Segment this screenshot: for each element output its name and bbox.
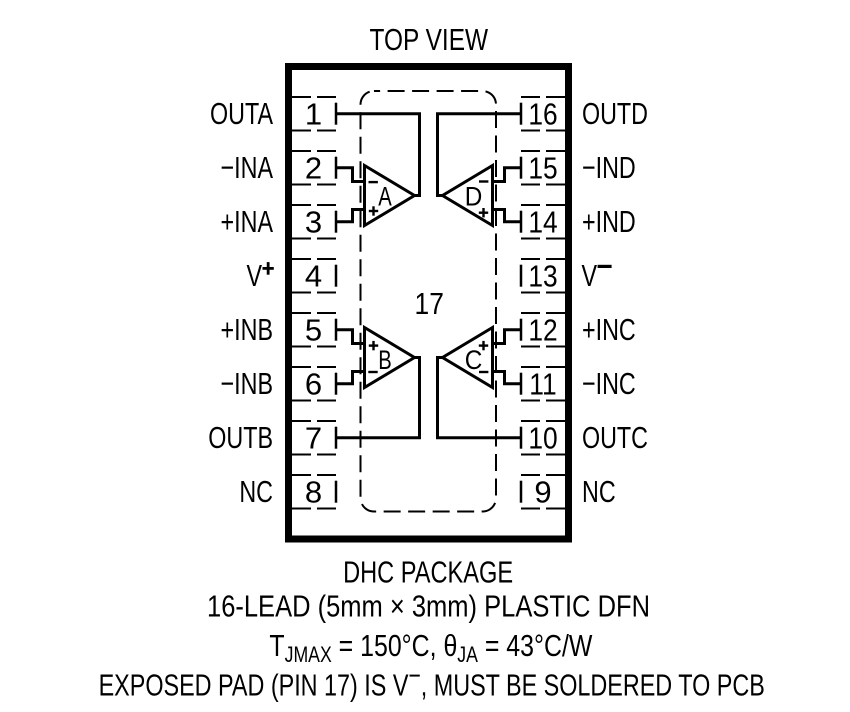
svg-text:V: V [246,258,262,293]
svg-text:6: 6 [305,367,322,402]
svg-text:OUTC: OUTC [582,420,648,455]
svg-text:−INC: −INC [582,366,636,401]
svg-text:2: 2 [305,151,322,186]
svg-text:TOP VIEW: TOP VIEW [370,22,489,57]
svg-text:+IND: +IND [582,204,636,239]
svg-text:V: V [581,258,597,293]
svg-text:TJMAX = 150°C, θJA = 43°C/W: TJMAX = 150°C, θJA = 43°C/W [269,628,592,667]
svg-text:−IND: −IND [582,150,636,185]
svg-text:OUTB: OUTB [208,420,273,455]
svg-text:EXPOSED PAD (PIN 17) IS V−, MU: EXPOSED PAD (PIN 17) IS V−, MUST BE SOLD… [99,661,765,702]
svg-text:15: 15 [528,152,557,186]
svg-text:D: D [465,182,483,211]
svg-text:10: 10 [528,422,557,456]
svg-text:16-LEAD (5mm × 3mm) PLASTIC DF: 16-LEAD (5mm × 3mm) PLASTIC DFN [207,589,650,624]
svg-text:−INA: −INA [221,150,274,185]
svg-text:16: 16 [528,98,557,132]
svg-text:B: B [378,345,392,376]
svg-text:1: 1 [305,97,322,132]
svg-text:17: 17 [415,287,444,321]
svg-text:NC: NC [239,474,273,509]
svg-text:9: 9 [534,475,551,510]
svg-text:11: 11 [529,368,556,402]
svg-text:14: 14 [528,206,557,240]
svg-text:+INA: +INA [221,204,274,239]
svg-text:8: 8 [305,475,322,510]
svg-text:4: 4 [305,259,322,294]
svg-text:C: C [465,346,483,375]
svg-text:NC: NC [582,474,616,509]
svg-text:OUTA: OUTA [210,96,274,131]
svg-text:12: 12 [528,314,557,348]
svg-text:5: 5 [305,313,322,348]
svg-text:OUTD: OUTD [582,96,648,131]
svg-text:3: 3 [305,205,322,240]
svg-text:13: 13 [528,260,557,294]
svg-text:7: 7 [305,421,322,456]
svg-text:A: A [378,182,392,213]
svg-text:+INC: +INC [582,312,636,347]
svg-text:DHC PACKAGE: DHC PACKAGE [343,555,513,590]
svg-text:+INB: +INB [221,312,273,347]
svg-text:−INB: −INB [221,366,273,401]
